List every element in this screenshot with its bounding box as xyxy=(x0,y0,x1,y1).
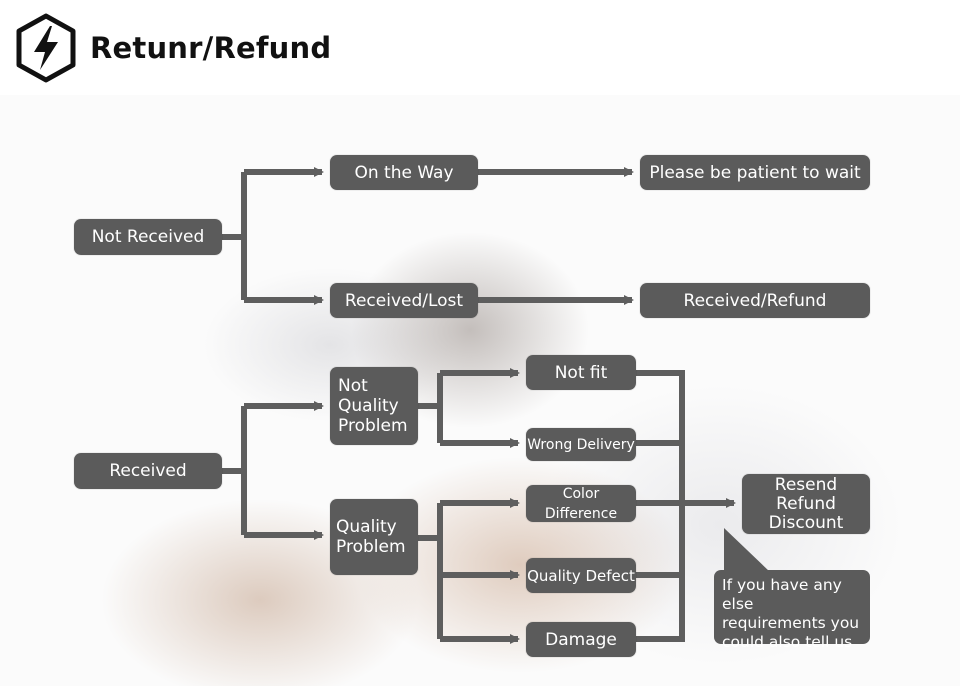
node-not-quality-problem: Not Quality Problem xyxy=(330,367,418,445)
node-received-lost: Received/Lost xyxy=(330,283,478,318)
node-on-the-way: On the Way xyxy=(330,155,478,190)
connector-not-quality-trunk xyxy=(418,373,443,443)
node-quality-problem: Quality Problem xyxy=(330,499,418,575)
node-wrong-delivery: Wrong Delivery xyxy=(526,428,636,461)
header: Retunr/Refund xyxy=(14,12,331,84)
lightning-bolt-hexagon-icon xyxy=(16,13,76,83)
node-color-difference: Color Difference xyxy=(526,485,636,522)
node-not-fit: Not fit xyxy=(526,355,636,390)
blurred-handshake-background xyxy=(0,95,960,686)
node-not-received: Not Received xyxy=(74,219,222,255)
connector-received-trunk xyxy=(222,406,247,535)
note-bubble: If you have any else requirements you co… xyxy=(714,570,870,651)
node-quality-defect: Quality Defect xyxy=(526,558,636,593)
node-damage: Damage xyxy=(526,622,636,657)
node-received-refund: Received/Refund xyxy=(640,283,870,318)
connector-not-received-trunk xyxy=(222,172,247,300)
node-please-wait: Please be patient to wait xyxy=(640,155,870,190)
node-received: Received xyxy=(74,453,222,489)
note-bubble-tail xyxy=(724,528,770,572)
page-title: Retunr/Refund xyxy=(90,31,332,65)
connector-quality-trunk xyxy=(418,503,443,639)
node-resolution: Resend Refund Discount xyxy=(742,474,870,534)
